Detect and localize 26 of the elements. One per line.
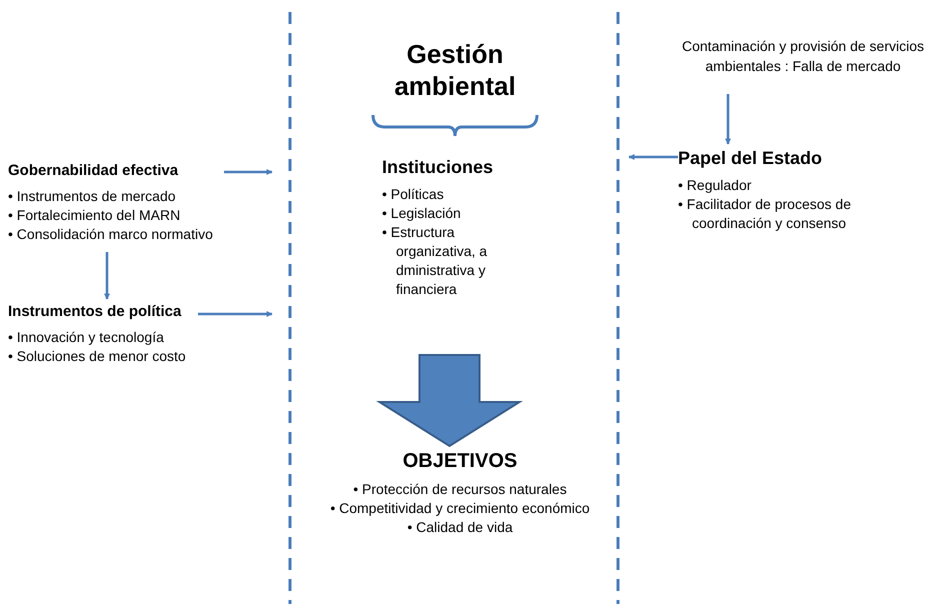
bullet-item: • Competitividad y crecimiento económico <box>329 499 591 518</box>
note-text: Contaminación y provisión de servicios ambientales : Falla de mercado <box>681 37 925 76</box>
block-arrow <box>376 354 523 448</box>
arrow <box>104 252 110 300</box>
heading: Instrumentos de política <box>8 302 182 322</box>
heading: OBJETIVOS <box>402 449 518 474</box>
heading: Papel del Estado <box>678 147 824 170</box>
bullet-item: • Estructura organizativa, a dministrativa y financiera <box>382 223 488 299</box>
heading: Instituciones <box>382 156 494 179</box>
arrow <box>628 154 678 160</box>
arrow <box>224 169 273 175</box>
bullet-item: • Fortalecimiento del MARN <box>8 206 182 225</box>
bullet-item: • Calidad de vida <box>406 518 514 537</box>
bullet-item: • Regulador <box>678 176 752 195</box>
bullet-item: • Facilitador de procesos de coordinación y consenso <box>678 195 852 233</box>
heading: Gestión ambiental <box>393 38 517 102</box>
arrow <box>198 311 273 317</box>
bullet-item: • Legislación <box>382 204 462 223</box>
bullet-item: • Innovación y tecnología <box>8 328 165 347</box>
bullet-item: • Políticas <box>382 185 445 204</box>
heading: Gobernabilidad efectiva <box>8 161 180 181</box>
bullet-item: • Instrumentos de mercado <box>8 187 177 206</box>
bullet-item: • Protección de recursos naturales <box>352 480 568 499</box>
bullet-item: • Consolidación marco normativo <box>8 225 214 244</box>
arrow <box>725 94 731 145</box>
bullet-item: • Soluciones de menor costo <box>8 347 187 366</box>
